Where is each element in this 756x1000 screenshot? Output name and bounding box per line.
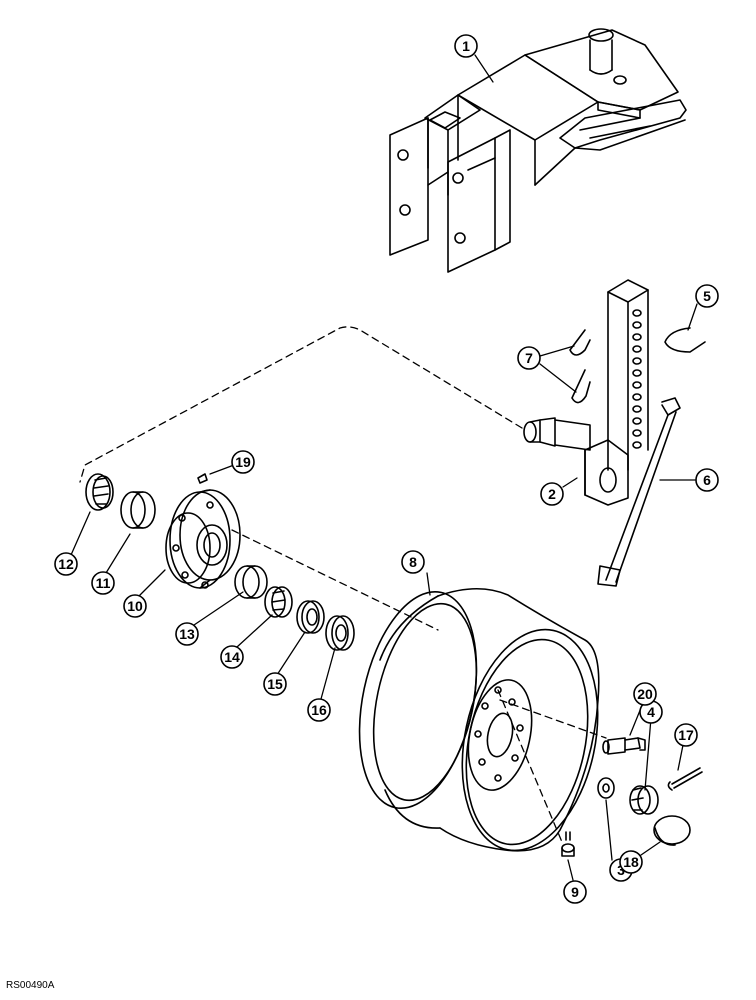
callout-2: 2 <box>540 482 564 506</box>
spindle-washer-part <box>325 615 355 651</box>
figure-reference-code: RS00490A <box>6 980 55 991</box>
callout-17: 17 <box>674 723 698 747</box>
washer-part <box>597 777 615 799</box>
svg-text:14: 14 <box>224 649 240 665</box>
dust-cap-part <box>653 815 691 846</box>
callout-9: 9 <box>563 880 587 904</box>
svg-text:13: 13 <box>179 626 195 642</box>
svg-text:9: 9 <box>571 884 579 900</box>
callout-5: 5 <box>695 284 719 308</box>
cotter-pin-part <box>667 767 703 791</box>
svg-text:6: 6 <box>703 472 711 488</box>
callout-15: 15 <box>263 672 287 696</box>
assembly-centerlines <box>79 326 607 843</box>
svg-text:7: 7 <box>525 350 533 366</box>
callout-10: 10 <box>123 594 147 618</box>
stud-bolt-part <box>602 737 646 755</box>
callout-6: 6 <box>695 468 719 492</box>
callout-14: 14 <box>220 645 244 669</box>
callout-19: 19 <box>231 450 255 474</box>
svg-text:1: 1 <box>462 38 470 54</box>
callout-7: 7 <box>517 346 541 370</box>
svg-text:5: 5 <box>703 288 711 304</box>
svg-text:3: 3 <box>617 862 625 878</box>
svg-text:10: 10 <box>127 598 143 614</box>
svg-text:11: 11 <box>96 575 111 591</box>
inner-bearing-cup-part <box>234 565 268 599</box>
svg-text:12: 12 <box>58 556 74 572</box>
callout-1: 1 <box>454 34 478 58</box>
callout-13: 13 <box>175 622 199 646</box>
hair-pin-part <box>569 329 591 404</box>
frame-mount-part <box>389 28 687 273</box>
svg-text:19: 19 <box>235 454 251 470</box>
callout-11: 11 <box>91 571 115 595</box>
callout-8: 8 <box>401 550 425 574</box>
svg-text:8: 8 <box>409 554 417 570</box>
callouts: 1 2 3 4 5 6 7 8 9 10 11 12 13 14 15 16 1… <box>54 34 719 904</box>
bearing-cone-part <box>85 473 114 511</box>
wheel-bolt-part <box>561 831 575 857</box>
svg-text:4: 4 <box>647 704 655 720</box>
svg-text:15: 15 <box>267 676 283 692</box>
seal-part <box>296 600 325 634</box>
svg-text:17: 17 <box>678 727 694 743</box>
clip-part <box>664 327 706 353</box>
svg-text:18: 18 <box>623 854 639 870</box>
hub-part <box>165 489 241 589</box>
callout-12: 12 <box>54 552 78 576</box>
svg-text:2: 2 <box>548 486 556 502</box>
callout-16: 16 <box>307 698 331 722</box>
svg-text:16: 16 <box>311 702 327 718</box>
jack-handle-part <box>597 397 681 587</box>
spindle-part <box>523 279 649 506</box>
wheel-rim-part <box>358 587 600 852</box>
grease-fitting-part <box>197 473 208 484</box>
callout-18: 18 <box>619 850 643 874</box>
bearing-cup-part <box>120 491 156 529</box>
castle-nut-part <box>629 785 659 815</box>
callout-20: 20 <box>633 682 657 706</box>
inner-bearing-cone-part <box>264 586 293 618</box>
svg-text:20: 20 <box>637 686 653 702</box>
leader-lines <box>70 54 698 881</box>
